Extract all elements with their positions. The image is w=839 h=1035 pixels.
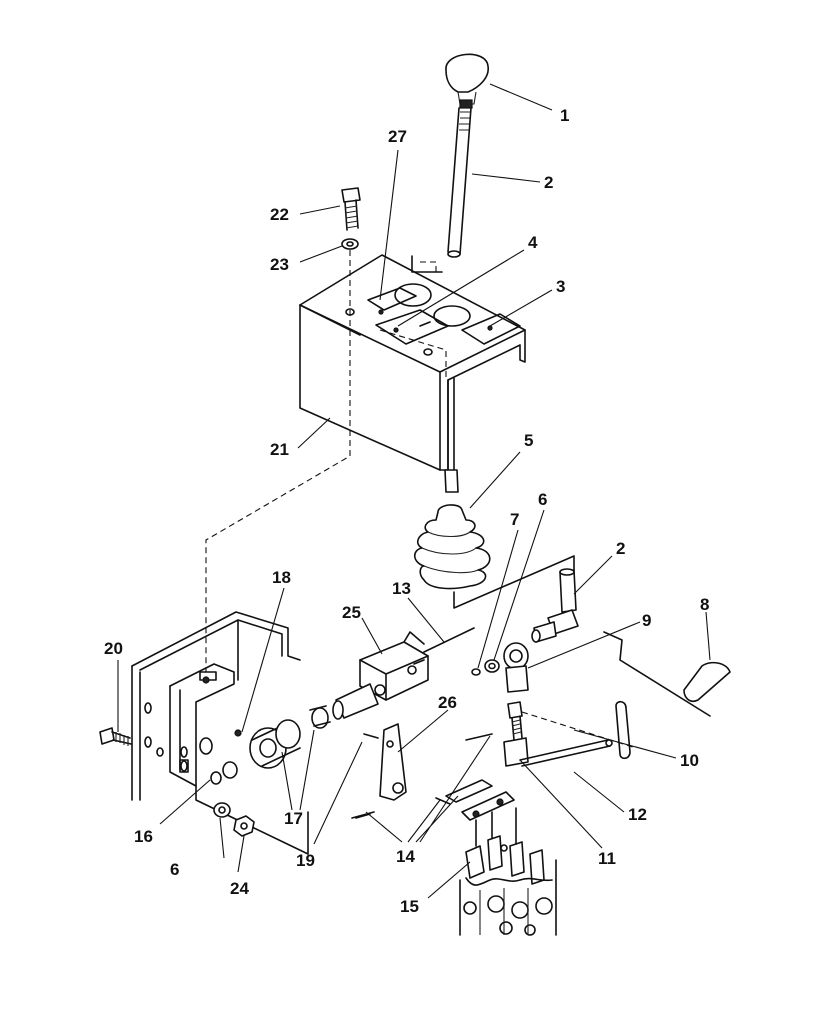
knob-part: [445, 53, 489, 109]
rod-end-part: [503, 701, 529, 767]
callout-24: 24: [230, 879, 249, 898]
nut-part: [233, 815, 255, 837]
callout-2-rod: 2: [544, 173, 553, 192]
callout-19: 19: [296, 851, 315, 870]
callout-2-lower: 2: [616, 539, 625, 558]
links-part: [355, 733, 515, 821]
callout-3: 3: [556, 277, 565, 296]
callout-13: 13: [392, 579, 411, 598]
pivot-bracket-part: [332, 627, 475, 720]
callout-17: 17: [284, 809, 303, 828]
lever-rod-part: [447, 107, 472, 258]
callout-4: 4: [528, 233, 538, 252]
link-arm-part: [351, 723, 407, 819]
lever-handle-part: [603, 631, 731, 717]
rubber-boot-part: [413, 504, 491, 590]
washer-part-6a: [484, 659, 500, 673]
small-washer-part: [471, 668, 481, 676]
callout-23: 23: [270, 255, 289, 274]
damper-part: [210, 705, 331, 785]
alignment-lines: [205, 250, 637, 749]
callout-11: 11: [598, 849, 616, 868]
callout-1: 1: [560, 106, 569, 125]
callout-6-lower: 6: [170, 860, 179, 879]
base-bracket-part: [131, 611, 309, 855]
callout-20: 20: [104, 639, 123, 658]
callout-8: 8: [700, 595, 709, 614]
mount-bolt-part: [99, 727, 132, 746]
callout-27: 27: [388, 127, 407, 146]
callout-25: 25: [342, 603, 361, 622]
callout-labels: 1 2 27 22 23 4 3 21 5 7 6 2 18 13 25 8 9…: [104, 106, 709, 916]
washer-part: [341, 238, 359, 250]
callout-22: 22: [270, 205, 289, 224]
bolt-part: [341, 187, 361, 231]
callout-15: 15: [400, 897, 419, 916]
callout-7: 7: [510, 510, 519, 529]
callout-12: 12: [628, 805, 647, 824]
rod-lower-part: [444, 377, 459, 493]
control-valve-part: [459, 807, 557, 936]
lower-lever-part: [531, 568, 579, 643]
cover-box-part: [299, 254, 526, 471]
pull-rod-part: [519, 700, 631, 767]
callout-16: 16: [134, 827, 153, 846]
callout-26: 26: [438, 693, 457, 712]
callout-6-upper: 6: [538, 490, 547, 509]
callout-10: 10: [680, 751, 699, 770]
ball-joint-part: [503, 642, 529, 693]
callout-9: 9: [642, 611, 651, 630]
leader-lines: [117, 83, 711, 899]
callout-5: 5: [524, 431, 533, 450]
callout-14: 14: [396, 847, 415, 866]
callout-21: 21: [270, 440, 289, 459]
washer-part-6b: [213, 802, 231, 818]
callout-18: 18: [272, 568, 291, 587]
